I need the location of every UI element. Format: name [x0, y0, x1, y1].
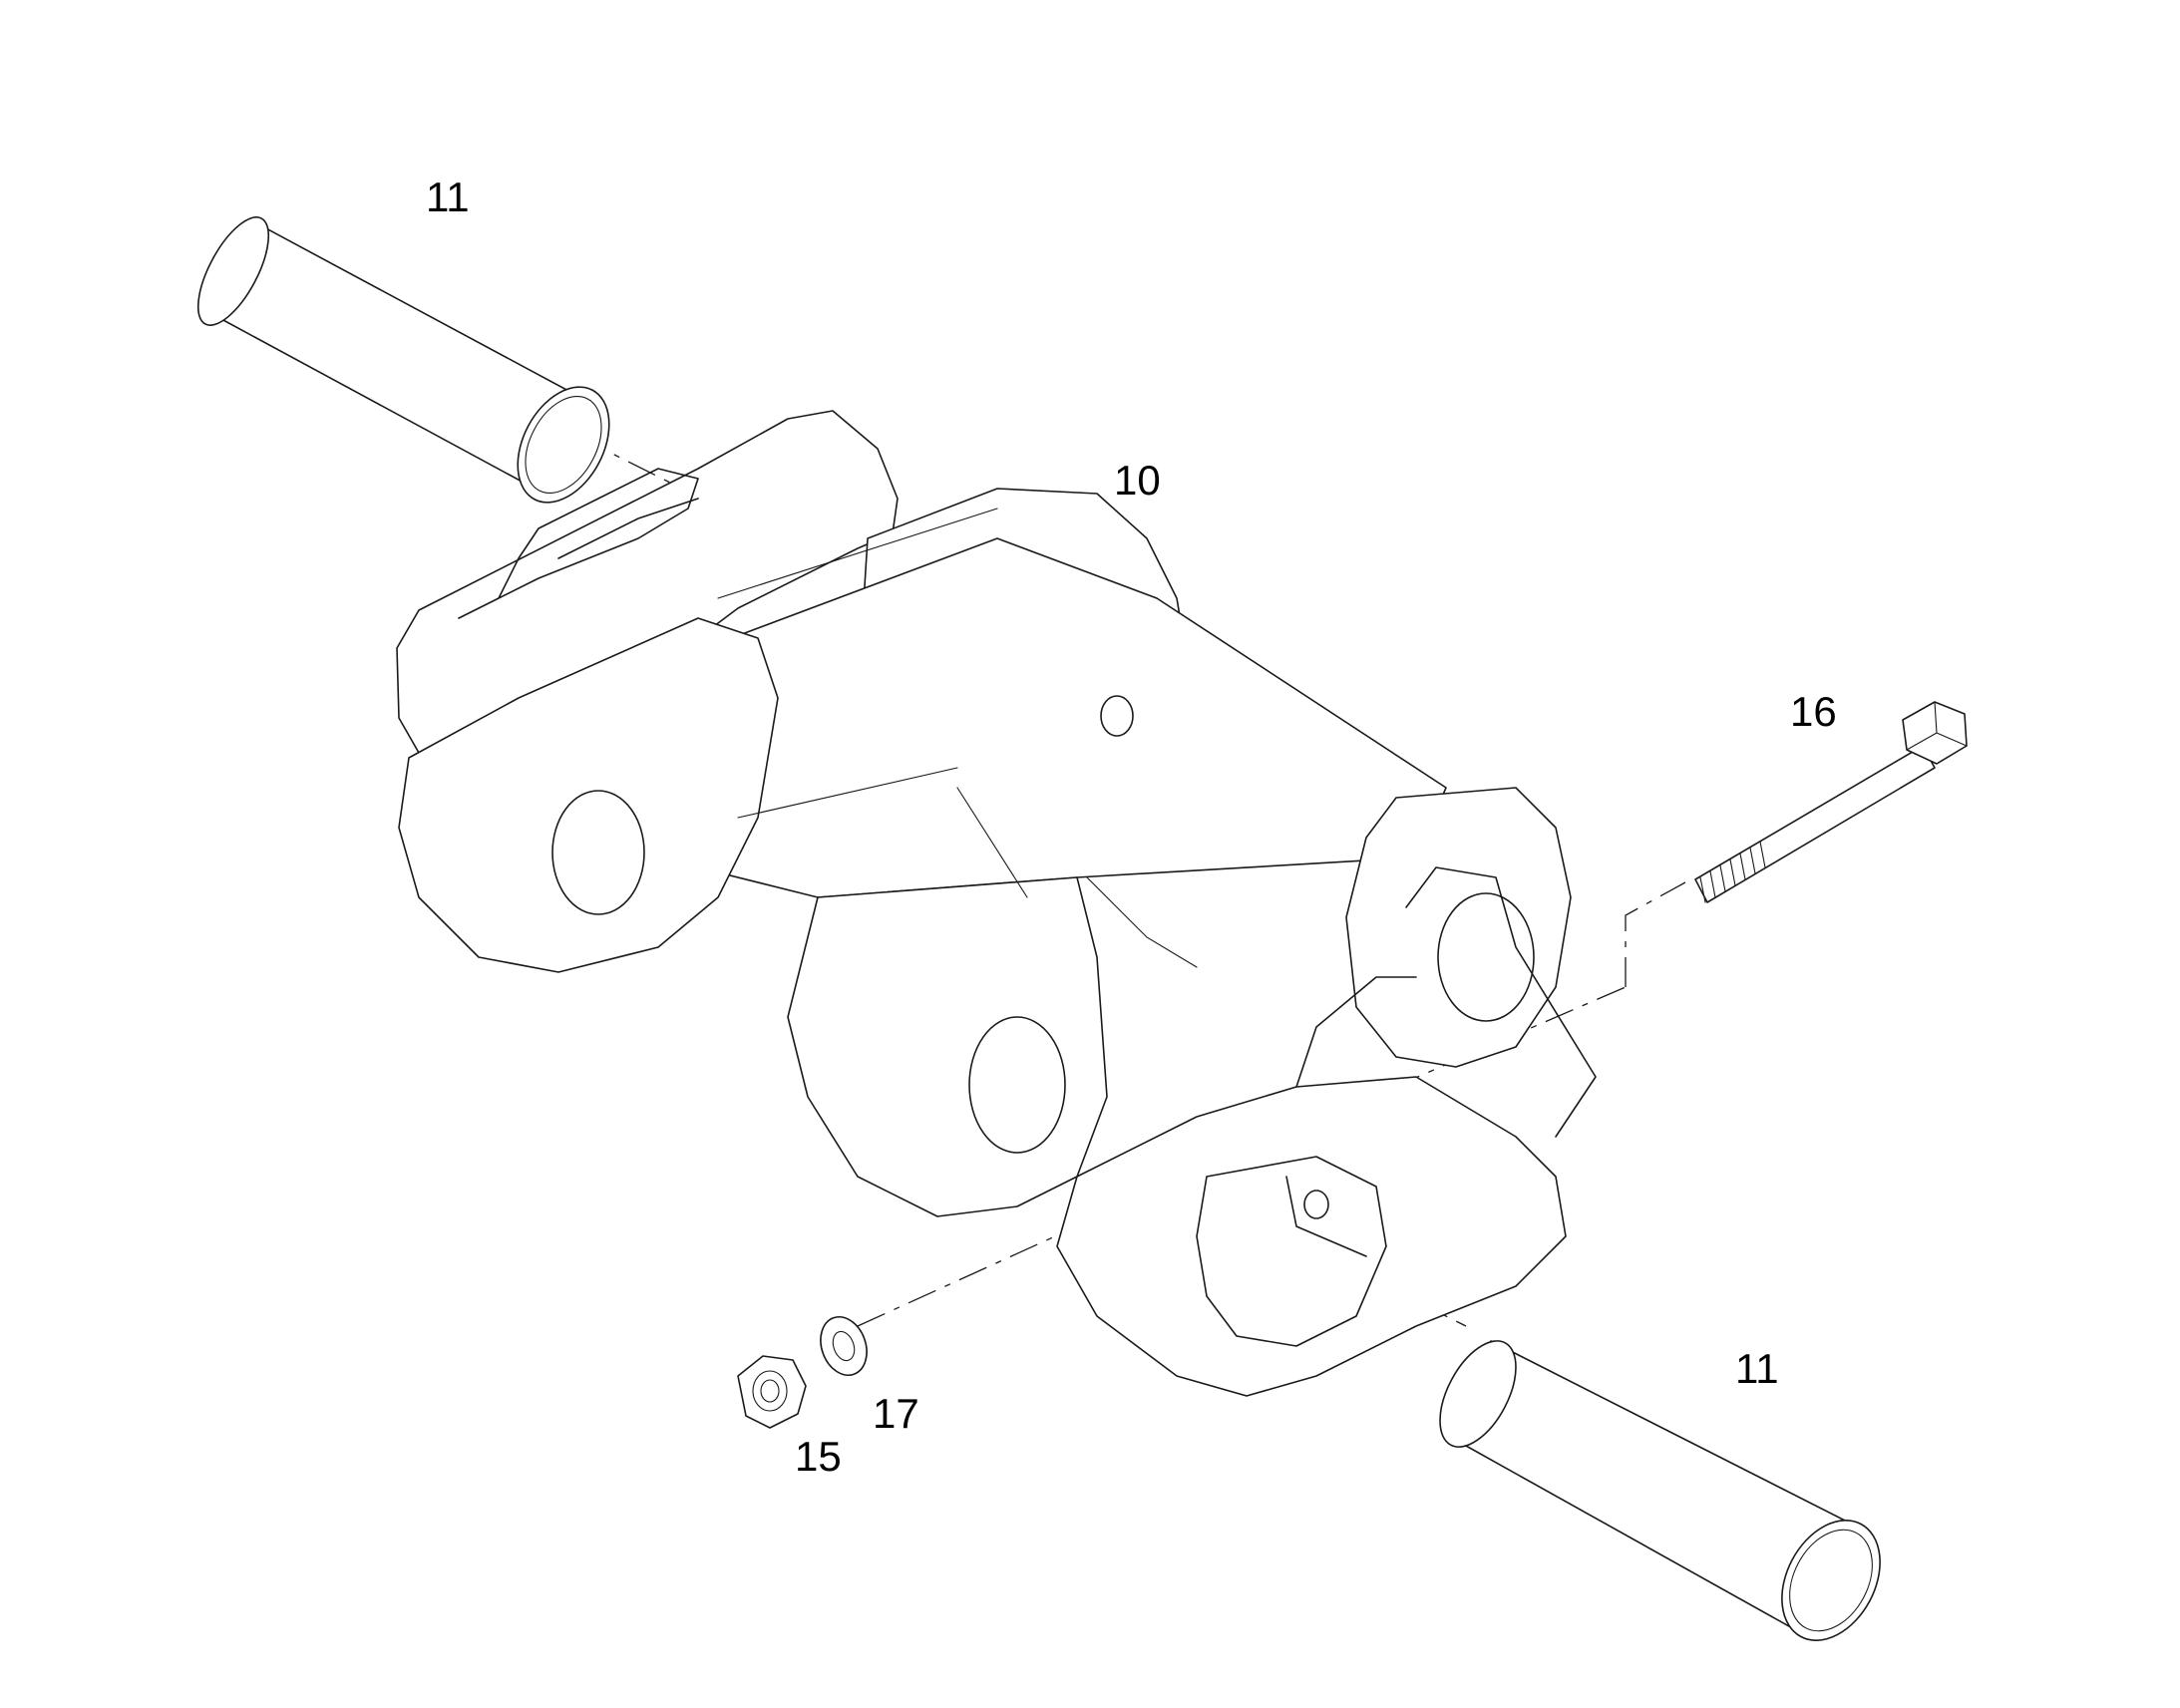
nut	[737, 1355, 807, 1429]
callout-nut: 15	[795, 1433, 842, 1480]
bolt	[1694, 701, 1968, 903]
track-link-body	[396, 410, 1597, 1397]
callout-bolt: 16	[1790, 688, 1837, 735]
pin-lower	[1439, 1340, 1881, 1641]
callout-washer: 17	[873, 1390, 919, 1437]
callout-link-body: 10	[1114, 457, 1161, 504]
pin-upper	[196, 216, 610, 504]
callout-pin-bottom: 11	[1735, 1345, 1779, 1392]
callout-pin-top: 11	[426, 173, 470, 220]
washer	[820, 1316, 868, 1376]
